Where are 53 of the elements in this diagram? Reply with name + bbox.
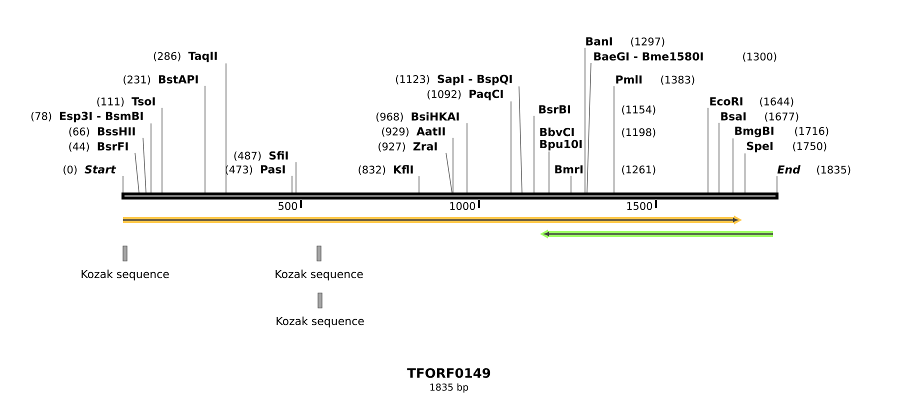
leader-line <box>466 122 468 193</box>
site-label: (832) KflI <box>358 165 413 175</box>
leader-line <box>446 152 452 193</box>
site-label: (968) BsiHKAI <box>376 112 459 122</box>
leader-line <box>718 122 720 193</box>
site-label: EcoRI (1644) <box>710 97 794 107</box>
leader-line <box>122 176 124 193</box>
feature-label: Kozak sequence <box>276 316 364 328</box>
caption: 1835 bp <box>430 383 468 393</box>
leader-line <box>548 151 550 193</box>
site-label: (487) SfiI <box>234 151 288 161</box>
site-label: PmlI (1383) <box>616 75 694 85</box>
leader-line <box>586 62 592 193</box>
site-label: (0) Start <box>64 165 116 175</box>
site-label: (78) Esp3I - BsmBI <box>31 112 143 122</box>
site-label: (286) TaqII <box>154 52 217 62</box>
leader-line <box>570 176 572 193</box>
feature-label: Kozak sequence <box>276 270 363 280</box>
site-label: (1123) SapI - BspQI <box>396 74 512 86</box>
tick-label: 500 <box>278 202 298 210</box>
site-label: (44) BsrFI <box>69 142 128 152</box>
site-label: BbvCI (1198) Bpu10I <box>540 128 656 150</box>
feature-label: Kozak sequence <box>82 270 169 280</box>
leader-line <box>204 86 206 193</box>
site-label: (111) TsoI <box>97 97 155 107</box>
tick-label: 1000 <box>450 202 476 210</box>
leader-line <box>584 48 586 193</box>
site-label: BmgBI (1716) <box>735 126 828 138</box>
site-label: (1092) PaqCI <box>428 90 503 100</box>
site-label: (473) PasI <box>226 165 285 175</box>
leader-line <box>418 176 420 193</box>
title: TFORF0149 <box>407 368 490 378</box>
leader-line <box>150 123 152 193</box>
site-label: BsaI (1677) <box>721 112 798 122</box>
site-label: BsrBI (1154) <box>539 105 656 115</box>
site-label: BmrI (1261) <box>555 165 656 175</box>
leader-line <box>744 153 746 193</box>
sequence-backbone <box>122 192 778 200</box>
leader-line <box>518 86 522 193</box>
leader-line <box>510 101 512 193</box>
leader-line <box>732 138 734 193</box>
site-label: (927) ZraI <box>378 142 437 152</box>
site-label: (66) BssHII <box>69 127 135 137</box>
site-label: SpeI (1750) <box>746 142 826 152</box>
site-label: BanI (1297) <box>586 37 664 47</box>
leader-line <box>776 176 778 193</box>
leader-line <box>134 152 140 193</box>
site-label: BaeGI - Bme1580I (1300) <box>594 52 776 62</box>
leader-line <box>452 138 454 193</box>
site-label: End (1835) <box>777 165 850 175</box>
leader-line <box>142 138 146 193</box>
site-label: (929) AatII <box>382 127 445 137</box>
site-label: (231) BstAPI <box>124 75 198 85</box>
